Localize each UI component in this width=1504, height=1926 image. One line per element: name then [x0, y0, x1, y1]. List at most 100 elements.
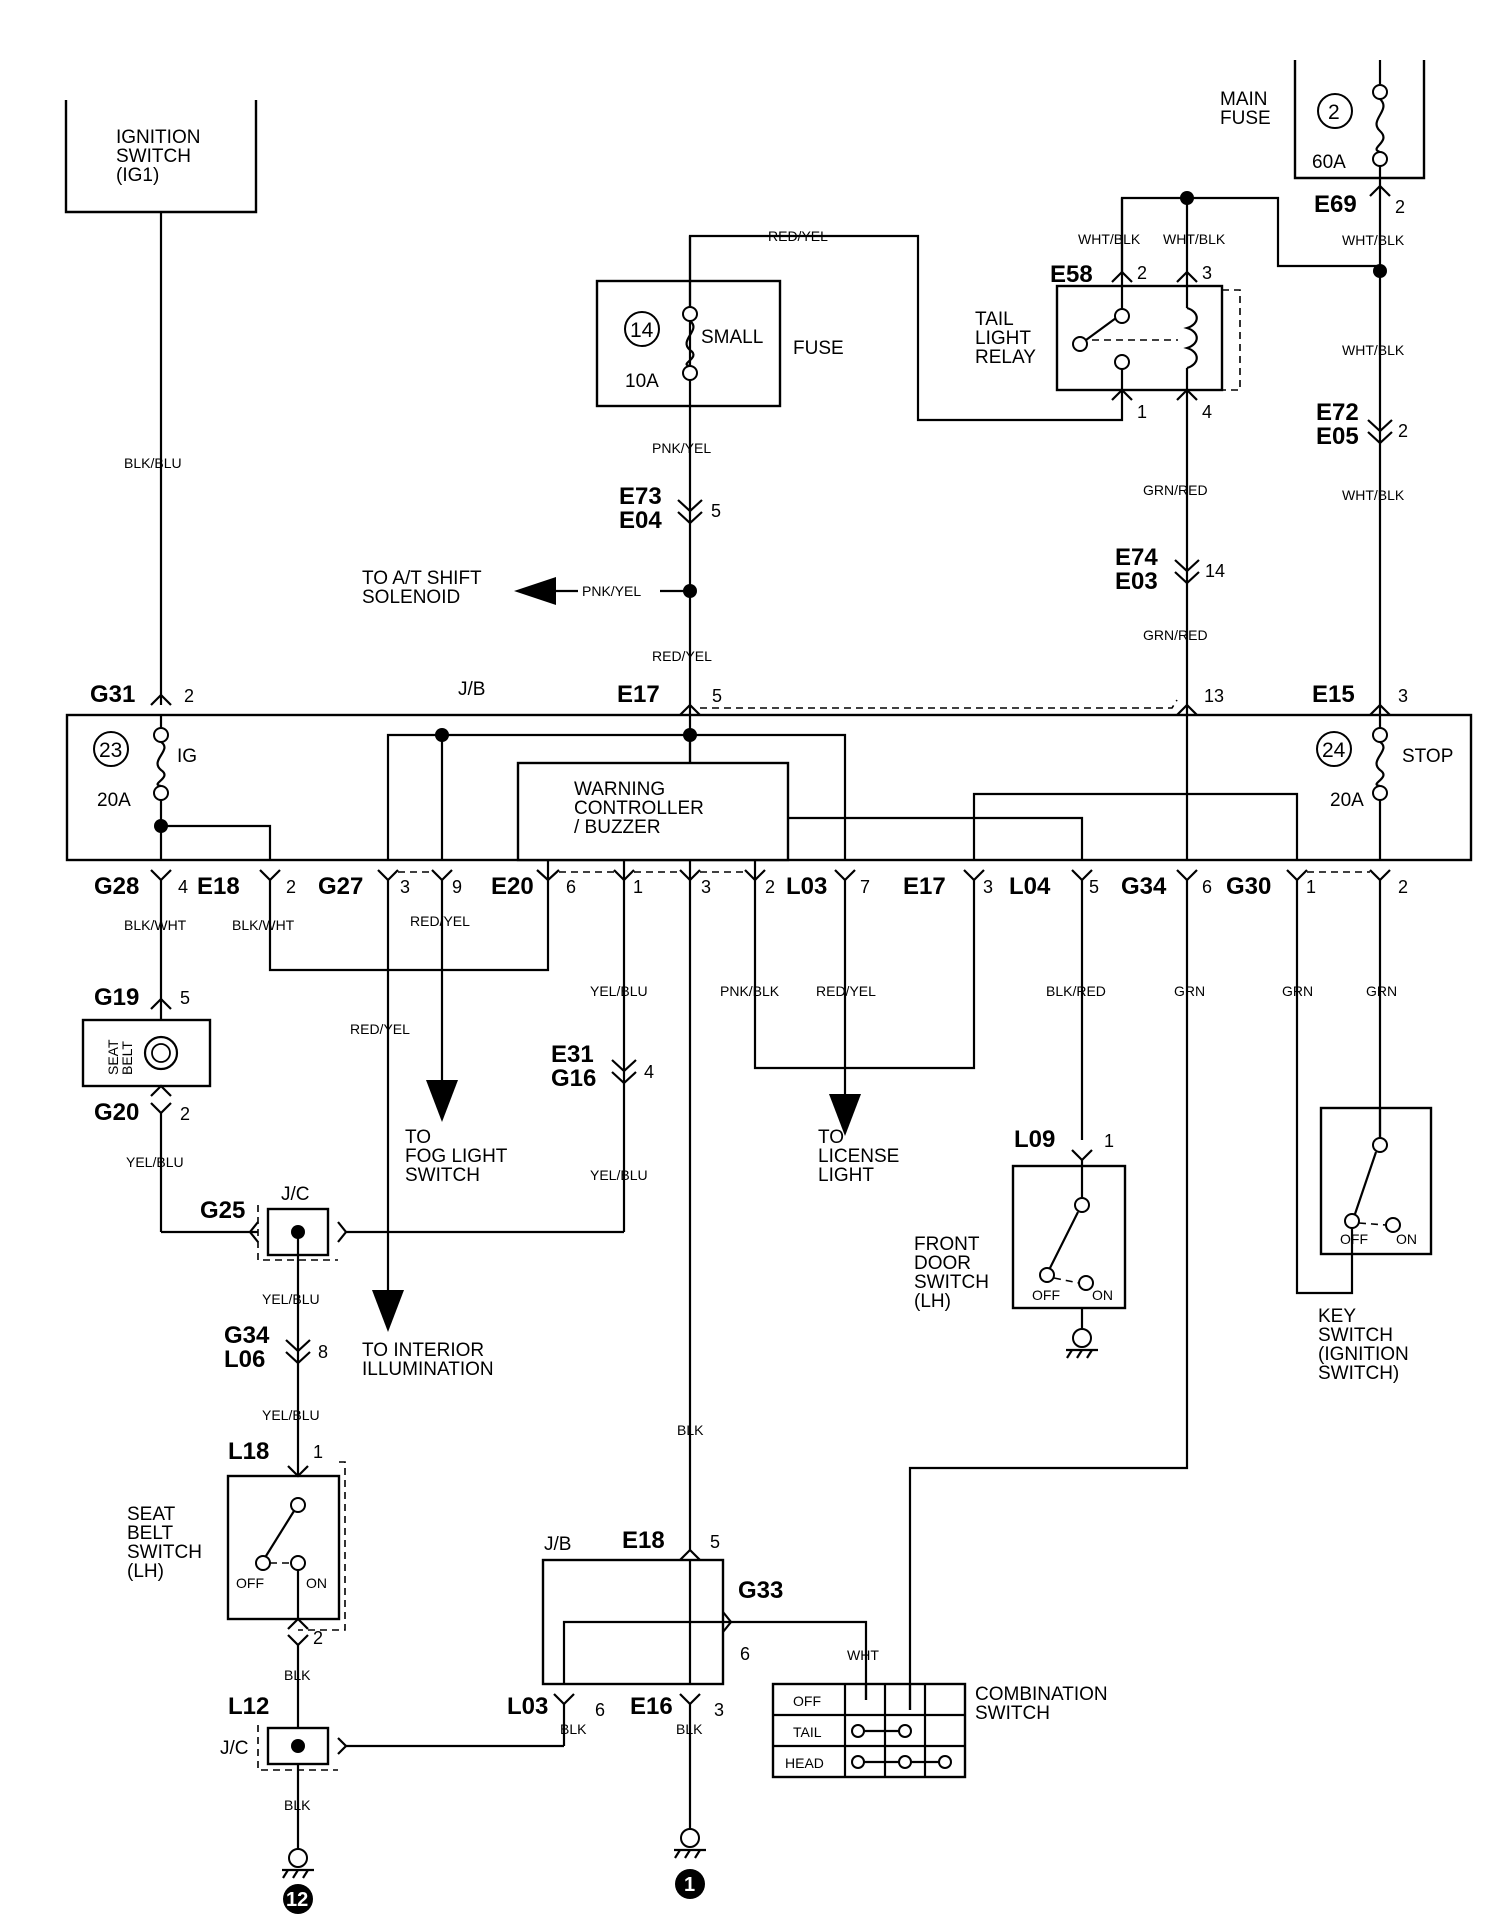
pin: 6 — [740, 1644, 750, 1664]
pin: 3 — [701, 877, 711, 897]
jb-label: J/B — [458, 679, 485, 700]
small-fuse-number: 14 — [630, 319, 654, 342]
connector-l18: L18 — [228, 1438, 269, 1465]
connector-e18-left: E18 — [197, 873, 240, 900]
pin: 5 — [1089, 877, 1099, 897]
pin: 9 — [452, 877, 462, 897]
pin: 13 — [1204, 686, 1224, 706]
pin: 5 — [180, 988, 190, 1008]
connector-g19: G19 — [94, 984, 139, 1011]
wire-label: BLK — [560, 1721, 587, 1737]
pin: 2 — [286, 877, 296, 897]
wire-label: GRN/RED — [1143, 627, 1208, 643]
pin: 1 — [1306, 877, 1316, 897]
pin: 4 — [1202, 402, 1212, 422]
small-fuse: 14 SMALL FUSE 10A — [595, 279, 844, 408]
pin: 2 — [313, 1628, 323, 1648]
main-fuse-amp: 60A — [1312, 152, 1346, 173]
pin: 6 — [595, 1700, 605, 1720]
connector-e58: E58 — [1050, 261, 1093, 288]
connector-g33: G33 — [738, 1577, 783, 1604]
wire-label: WHT/BLK — [1078, 231, 1141, 247]
wire-label: BLK/WHT — [232, 917, 295, 933]
connector-g25: G25 — [200, 1197, 245, 1224]
combo-off-label: OFF — [793, 1693, 821, 1709]
stop-fuse-amp: 20A — [1330, 790, 1364, 811]
main-fuse-number: 2 — [1328, 101, 1340, 124]
pin: 2 — [765, 877, 775, 897]
connector-g27: G27 — [318, 873, 363, 900]
wire-label: GRN/RED — [1143, 482, 1208, 498]
combo-tail-label: TAIL — [793, 1724, 822, 1740]
ig-fuse-name: IG — [177, 746, 197, 767]
wire-label: PNK/YEL — [582, 583, 641, 599]
seat-belt-indicator-label: SEATBELT — [105, 1039, 135, 1075]
pin: 2 — [184, 686, 194, 706]
pin: 7 — [860, 877, 870, 897]
pin: 5 — [711, 501, 721, 521]
connector-g20: G20 — [94, 1099, 139, 1126]
connector-e69: E69 — [1314, 191, 1357, 218]
pin: 4 — [178, 877, 188, 897]
wire-label: BLK — [284, 1667, 311, 1683]
connector-e18-bot: E18 — [622, 1527, 665, 1554]
wire-label: RED/YEL — [768, 228, 828, 244]
connector-g31: G31 — [90, 681, 135, 708]
wire-label: YEL/BLU — [590, 983, 648, 999]
wire-label: PNK/BLK — [720, 983, 780, 999]
jc-g25-label: J/C — [281, 1184, 310, 1205]
pin: 2 — [1398, 421, 1408, 441]
wire-label: WHT/BLK — [1342, 487, 1405, 503]
ground-1-number: 1 — [684, 1874, 695, 1896]
connector-e16: E16 — [630, 1693, 673, 1720]
bottom-junction-block: J/B E18 5 G33 6 WHT L03 6 E16 3 — [507, 1527, 879, 1720]
connector-e20: E20 — [491, 873, 534, 900]
ig-fuse-amp: 20A — [97, 790, 131, 811]
wire-label: BLK/RED — [1046, 983, 1106, 999]
wire-label: BLK/WHT — [124, 917, 187, 933]
wire-label: RED/YEL — [652, 648, 712, 664]
pin: 1 — [633, 877, 643, 897]
stop-fuse-name: STOP — [1402, 746, 1453, 767]
wire-label: GRN — [1282, 983, 1313, 999]
pin: 1 — [1104, 1131, 1114, 1151]
wire-label: RED/YEL — [410, 913, 470, 929]
switch-on-label: ON — [1396, 1231, 1417, 1247]
wire-label: GRN — [1366, 983, 1397, 999]
junction-connector-l12: L12 J/C — [220, 1693, 564, 1771]
junction-connector-g25: G25 J/C — [200, 1184, 624, 1278]
connector-e15: E15 — [1312, 681, 1355, 708]
pin: 3 — [400, 877, 410, 897]
pin: 14 — [1205, 561, 1225, 581]
pin: 2 — [1398, 877, 1408, 897]
pin: 1 — [1137, 402, 1147, 422]
wire-label: RED/YEL — [350, 1021, 410, 1037]
ground-12-number: 12 — [286, 1889, 308, 1911]
wire-label: YEL/BLU — [590, 1167, 648, 1183]
pin: 2 — [1137, 263, 1147, 283]
jb-bottom-connectors: G28 4 E18 2 G27 3 9 E20 6 1 3 2 L03 7 E1… — [94, 869, 1408, 900]
combo-head-label: HEAD — [785, 1755, 824, 1771]
pin: 6 — [566, 877, 576, 897]
pin: 8 — [318, 1342, 328, 1362]
pin: 5 — [712, 686, 722, 706]
wire-label: WHT — [847, 1647, 879, 1663]
wire-label: GRN — [1174, 983, 1205, 999]
switch-off-label: OFF — [236, 1575, 264, 1591]
connector-g34: G34 — [1121, 873, 1167, 900]
wire-label: WHT/BLK — [1342, 232, 1405, 248]
